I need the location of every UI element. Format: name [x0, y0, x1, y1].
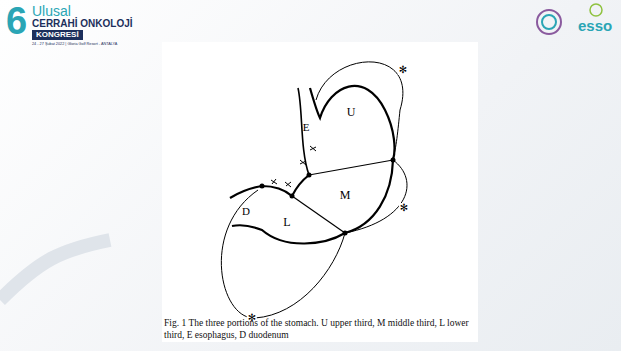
figure-caption: Fig. 1 The three portions of the stomach… [164, 318, 476, 342]
boundary-dots [260, 158, 396, 236]
logo-word: Ulusal [32, 4, 71, 18]
region-letter: U [347, 106, 356, 118]
asterisk-mark: ✻ [398, 65, 408, 75]
figure-panel [162, 42, 478, 342]
decor-swoosh [0, 240, 110, 300]
society-emblem-inner [542, 15, 556, 29]
logo-number: 6 [6, 2, 27, 40]
logo-band: KONGRESİ [32, 30, 83, 40]
region-letter: E [303, 122, 310, 133]
stomach-drawing [221, 62, 407, 318]
esso-globe [590, 4, 602, 16]
society-emblem [537, 10, 561, 34]
region-letter: L [283, 216, 290, 228]
event-date: 24 - 27 Şubat 2022 | Gloria Golf Resort … [32, 43, 117, 47]
logo-word: CERRAHİ ONKOLOJİ [32, 19, 133, 29]
region-letter: D [242, 206, 250, 217]
logo-word: esso [578, 18, 612, 33]
asterisk-mark: ✻ [399, 203, 409, 213]
region-letter: M [340, 189, 351, 201]
